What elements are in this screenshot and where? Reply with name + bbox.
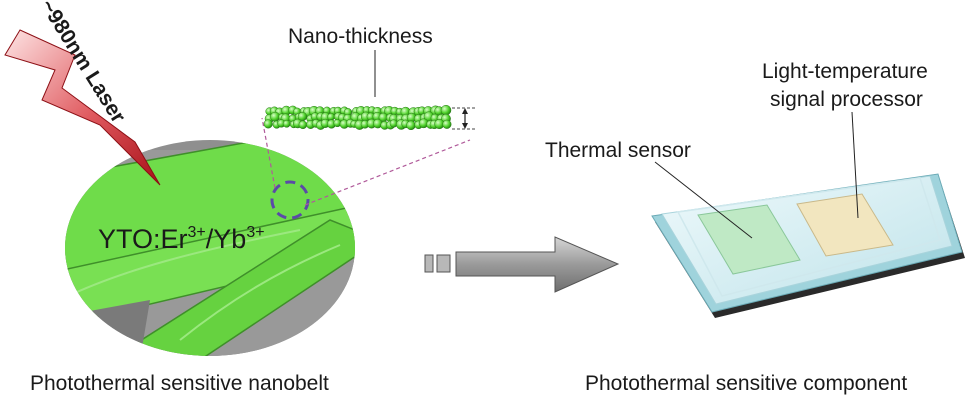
thermal-sensor-pad: [697, 204, 801, 275]
caption-left: Photothermal sensitive nanobelt: [30, 372, 329, 395]
nanobelt-sem-image: [65, 140, 355, 356]
nanoparticle-bead: [440, 104, 452, 116]
zoom-selection-circle: [270, 180, 310, 220]
arrow-dash-1: [424, 254, 434, 273]
transition-arrow: [455, 236, 620, 293]
nano-thickness-label: Nano-thickness: [288, 25, 433, 48]
processor-label-line2: signal processor: [770, 88, 923, 111]
zoom-line-top: [261, 117, 276, 189]
nanobelt-bead-strip: [263, 104, 452, 131]
formula-label: YTO:Er3+/Yb3+: [98, 224, 265, 254]
nanoparticle-bead: [406, 120, 416, 131]
thickness-arrowhead-top: [462, 108, 468, 114]
nanoparticle-bead: [327, 113, 335, 121]
zoom-line-bottom: [304, 139, 471, 206]
thickness-arrowhead-bottom: [462, 123, 468, 129]
thermal-sensor-leader: [654, 161, 753, 239]
thermal-sensor-label: Thermal sensor: [545, 139, 691, 162]
laser-bolt-icon: [4, 29, 161, 186]
nanoparticle-bead: [442, 119, 452, 129]
processor-label-line1: Light-temperature: [762, 60, 928, 83]
component-device: [651, 173, 965, 318]
caption-right: Photothermal sensitive component: [585, 372, 907, 395]
nanoparticle-bead: [298, 120, 308, 130]
nanoparticle-bead: [263, 119, 273, 129]
processor-leader: [851, 111, 859, 219]
nanoparticle-bead: [282, 119, 291, 128]
signal-processor-pad: [796, 193, 894, 257]
arrow-dash-2: [436, 254, 451, 273]
